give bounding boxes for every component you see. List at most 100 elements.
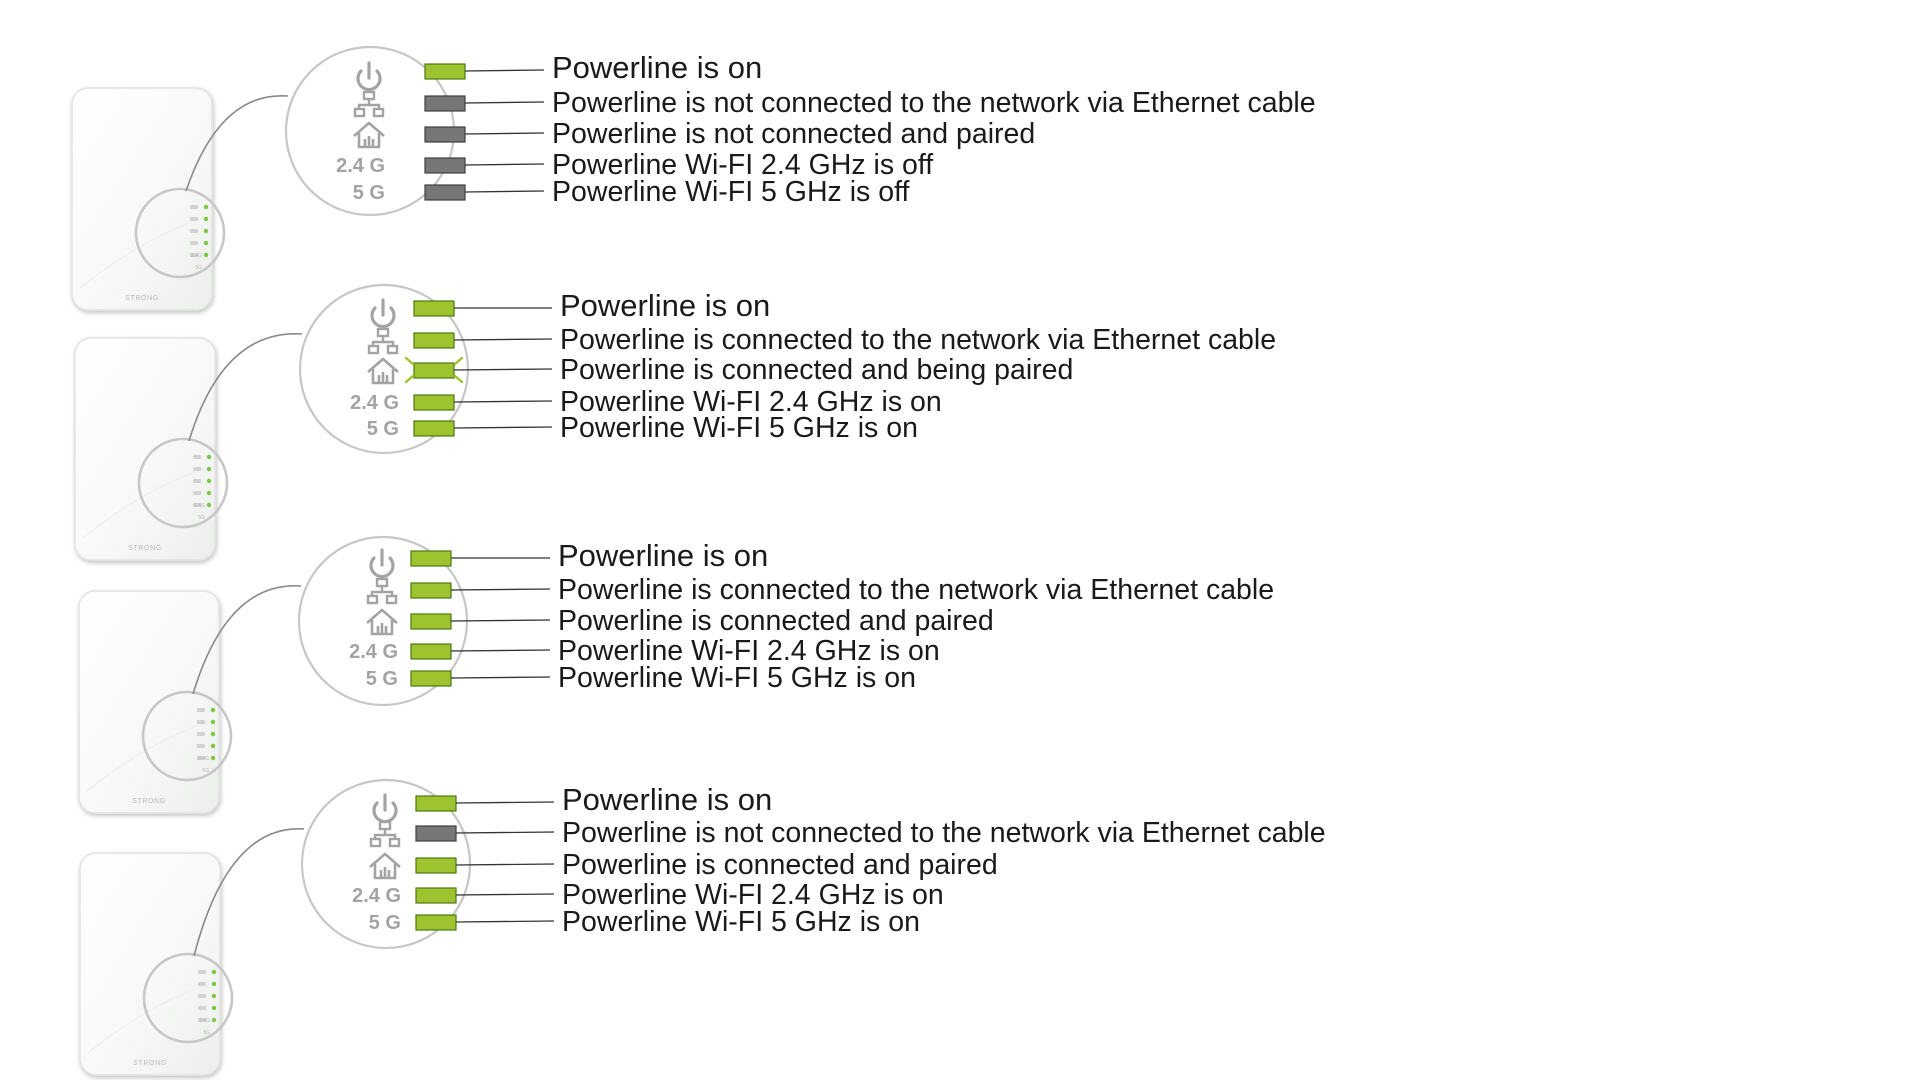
- leader-line: [464, 132, 545, 135]
- led-status-label: Powerline Wi-FI 5 GHz is on: [562, 906, 920, 938]
- led-status-label: Powerline is not connected and paired: [552, 118, 1035, 150]
- device-led-dots: 2.4G 5G: [193, 454, 212, 521]
- led-pairing-indicator: [410, 613, 452, 630]
- led-status-label: Powerline is on: [560, 288, 770, 323]
- device-tiny-label: 5G: [202, 768, 209, 774]
- led-wifi-2-4ghz-indicator: [424, 157, 466, 174]
- led-row-power: Powerline is on: [415, 782, 772, 817]
- led-row-ethernet: Powerline is connected to the network vi…: [410, 574, 1274, 606]
- led-status-label: Powerline is connected and paired: [558, 605, 994, 637]
- led-row-wifi-2-4ghz: Powerline Wi-FI 2.4 GHz is on: [415, 879, 944, 911]
- led-row-power: Powerline is on: [410, 538, 768, 573]
- led-row-power: Powerline is on: [424, 50, 762, 85]
- led-status-label: Powerline is on: [562, 782, 772, 817]
- device-tiny-label: 2.4G: [191, 253, 202, 259]
- leader-line: [464, 163, 545, 166]
- leader-line: [464, 190, 545, 193]
- led-row-wifi-2-4ghz: Powerline Wi-FI 2.4 GHz is off: [424, 149, 933, 181]
- led-ethernet-indicator: [410, 582, 452, 599]
- device-tiny-label: 2.4G: [199, 1018, 210, 1024]
- device-tiny-label: 2.4G: [198, 756, 209, 762]
- device-brand: STRONG: [125, 295, 159, 302]
- led-wifi-2-4ghz-indicator: [410, 643, 452, 660]
- device-tiny-label: 5G: [198, 515, 205, 521]
- home-pairing-icon: [366, 608, 398, 636]
- led-status-label: Powerline Wi-FI 5 GHz is on: [560, 412, 918, 444]
- power-icon: [356, 69, 382, 92]
- ethernet-network-icon: [353, 90, 385, 118]
- leader-line: [450, 619, 551, 622]
- zoom-connector-line: [193, 828, 305, 957]
- device-tiny-label: 2.4G: [194, 503, 205, 509]
- leader-line: [453, 338, 553, 341]
- band-label-5g: 5 G: [369, 912, 401, 934]
- led-status-label: Powerline is on: [552, 50, 762, 85]
- band-label-5g: 5 G: [353, 182, 385, 204]
- led-row-pairing: Powerline is not connected and paired: [424, 118, 1035, 150]
- led-ethernet-indicator: [424, 95, 466, 112]
- band-label-5g: 5 G: [367, 418, 399, 440]
- led-row-pairing: Powerline is connected and paired: [415, 849, 998, 881]
- device-led-zoom-circle: [142, 952, 234, 1044]
- leader-line: [453, 400, 553, 403]
- led-row-power: Powerline is on: [413, 288, 770, 323]
- led-ethernet-indicator: [415, 825, 457, 842]
- home-pairing-icon: [353, 121, 385, 149]
- led-power-indicator: [413, 300, 455, 317]
- led-pairing-indicator: [413, 362, 455, 379]
- device-led-zoom-circle: [141, 690, 233, 782]
- device-led-zoom-circle: [137, 437, 229, 529]
- led-power-indicator: [424, 63, 466, 80]
- led-row-wifi-5ghz: Powerline Wi-FI 5 GHz is off: [424, 176, 909, 208]
- led-power-indicator: [415, 795, 457, 812]
- led-wifi-2-4ghz-indicator: [413, 394, 455, 411]
- power-icon: [369, 556, 395, 579]
- band-label-2-4g: 2.4 G: [336, 155, 385, 177]
- leader-line: [455, 893, 555, 896]
- ethernet-network-icon: [369, 820, 401, 848]
- led-row-ethernet: Powerline is connected to the network vi…: [413, 324, 1276, 356]
- led-status-label: Powerline Wi-FI 5 GHz is off: [552, 176, 909, 208]
- led-status-label: Powerline Wi-FI 2.4 GHz is on: [558, 635, 940, 667]
- powerline-device: STRONG 2.4G 5G: [71, 87, 226, 311]
- zoom-connector-line: [188, 333, 303, 442]
- leader-line: [455, 831, 555, 834]
- home-pairing-icon: [367, 357, 399, 385]
- led-status-label: Powerline Wi-FI 5 GHz is on: [558, 662, 916, 694]
- led-status-label: Powerline is on: [558, 538, 768, 573]
- device-led-dots: 2.4G 5G: [190, 204, 209, 271]
- led-blinking-marks: [404, 356, 464, 384]
- led-wifi-5ghz-indicator: [410, 670, 452, 687]
- led-zoom-circle: [298, 283, 470, 455]
- device-brand: STRONG: [132, 798, 166, 805]
- led-zoom-circle: [300, 778, 472, 950]
- led-wifi-5ghz-indicator: [413, 420, 455, 437]
- led-status-label: Powerline Wi-FI 2.4 GHz is on: [562, 879, 944, 911]
- ethernet-network-icon: [367, 327, 399, 355]
- led-row-wifi-5ghz: Powerline Wi-FI 5 GHz is on: [410, 662, 916, 694]
- led-row-ethernet: Powerline is not connected to the networ…: [415, 817, 1326, 849]
- device-brand: STRONG: [133, 1060, 167, 1067]
- zoom-connector-line: [185, 95, 289, 192]
- leader-line: [450, 649, 551, 652]
- led-status-label: Powerline Wi-FI 2.4 GHz is off: [552, 149, 933, 181]
- zoom-connector-line: [192, 585, 302, 695]
- leader-line: [450, 588, 551, 591]
- band-label-2-4g: 2.4 G: [350, 392, 399, 414]
- device-led-dots: 2.4G 5G: [198, 969, 217, 1036]
- leader-line: [464, 69, 545, 72]
- led-wifi-2-4ghz-indicator: [415, 887, 457, 904]
- device-tiny-label: 5G: [203, 1030, 210, 1036]
- band-label-5g: 5 G: [366, 668, 398, 690]
- power-icon: [370, 306, 396, 329]
- led-status-label: Powerline is connected and being paired: [560, 354, 1073, 386]
- device-tiny-label: 5G: [195, 265, 202, 271]
- leader-line: [453, 368, 553, 371]
- led-row-wifi-5ghz: Powerline Wi-FI 5 GHz is on: [413, 412, 918, 444]
- home-pairing-icon: [369, 852, 401, 880]
